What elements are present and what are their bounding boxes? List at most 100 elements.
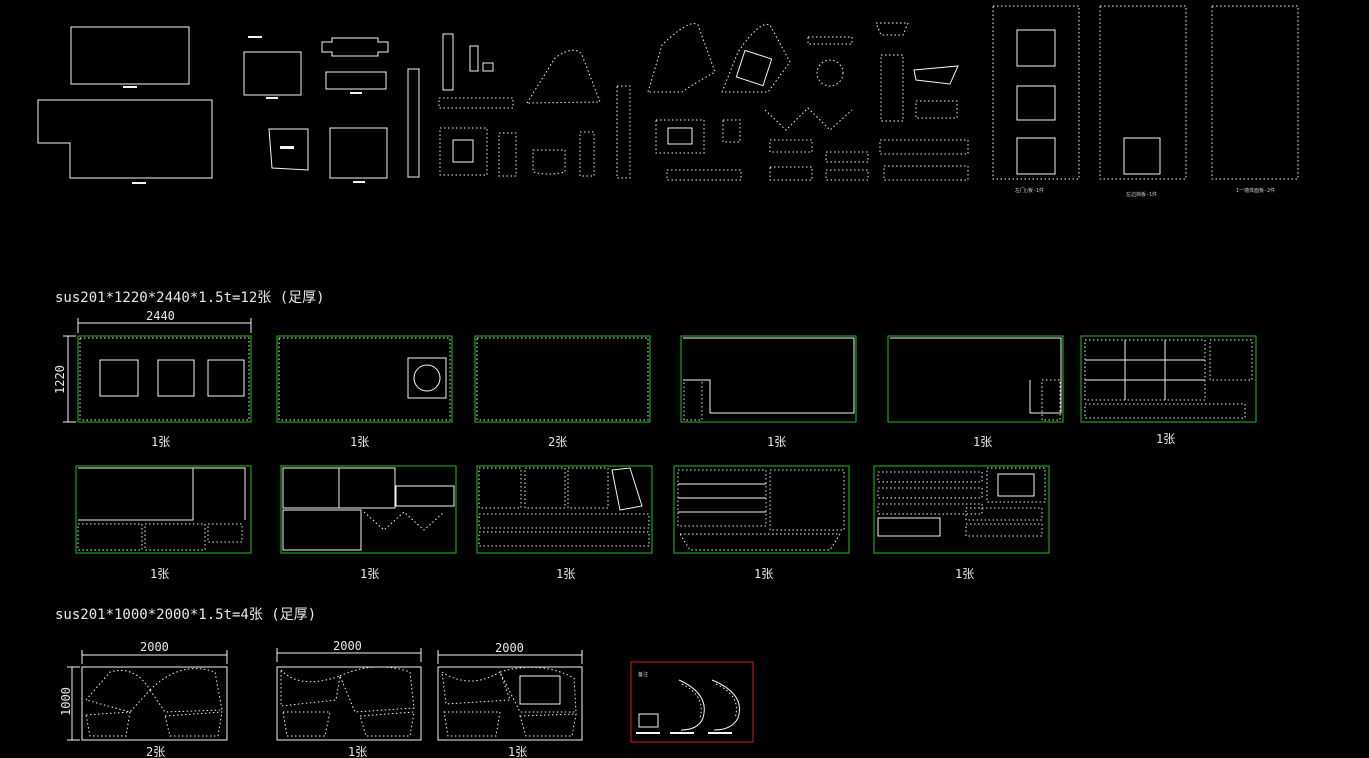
- part-window: [1016, 137, 1056, 175]
- part-wedge: [913, 65, 959, 85]
- dim-label-2000-c: 2000: [495, 641, 524, 655]
- part-clip: [482, 62, 494, 72]
- section-b-title: sus201*1000*2000*1.5t=4张 (足厚): [55, 607, 316, 623]
- sheet-a2: [276, 335, 453, 423]
- dimension-width-a: 2440: [77, 309, 252, 333]
- part-truss: [764, 107, 853, 131]
- part-tall-panel-2: [1099, 5, 1187, 180]
- dimension-height-a: 1220: [53, 335, 76, 423]
- part-post-dotted: [579, 131, 595, 177]
- part-rail: [807, 36, 853, 45]
- part-cutout: [735, 49, 773, 87]
- sheet-a7: [75, 465, 252, 554]
- sheet-a5: [887, 335, 1064, 423]
- part-fan-segment: [721, 23, 791, 93]
- dimension-width-b3: 2000: [437, 641, 583, 664]
- panel-caption-3: 1一墙体面板-2件: [1236, 187, 1275, 194]
- part-rail: [825, 151, 869, 163]
- part-clip: [469, 45, 479, 72]
- sheet-a4: [680, 335, 857, 423]
- part-bracket: [321, 37, 389, 57]
- sheet-count-a5: 1张: [973, 435, 992, 449]
- part-window: [1016, 85, 1056, 121]
- parts-row: 左门□板-1件 左边挡板-1件 1一墙体面板-2件: [37, 5, 1299, 198]
- part-post: [407, 68, 420, 178]
- sheet-count-a9: 1张: [556, 567, 575, 581]
- part-strip: [769, 166, 813, 181]
- part-cup: [532, 149, 566, 175]
- part-post-dotted: [616, 85, 631, 179]
- panel-caption-2: 左边挡板-1件: [1126, 191, 1157, 198]
- part-rail: [438, 97, 514, 109]
- part-rail: [666, 169, 742, 181]
- part-panel-b: [37, 99, 213, 179]
- part-strip: [915, 100, 958, 119]
- part-tag: [132, 182, 146, 184]
- part-tag: [350, 92, 362, 94]
- detail-box: 备注: [630, 661, 754, 743]
- sheet-count-b1: 2张: [146, 745, 165, 758]
- part-quad-panel: [268, 128, 309, 171]
- part-frame: [655, 119, 705, 154]
- part-frame-window: [452, 139, 474, 163]
- sheet-count-a8: 1张: [360, 567, 379, 581]
- part-panel-a: [70, 26, 190, 85]
- part-strip: [325, 71, 387, 90]
- sheet-count-a6: 1张: [1156, 432, 1175, 446]
- dimension-width-b2: 2000: [276, 639, 422, 662]
- part-post-short: [442, 33, 454, 91]
- dimension-width-b: 2000: [81, 640, 228, 664]
- part-clip: [722, 119, 741, 143]
- dim-label-1220: 1220: [53, 365, 67, 394]
- sheet-count-b2: 1张: [348, 745, 367, 758]
- part-strip: [769, 139, 813, 153]
- sheet-count-a2: 1张: [350, 435, 369, 449]
- sheet-a10: [673, 465, 850, 554]
- part-tag: [266, 97, 278, 99]
- sheet-count-a4: 1张: [767, 435, 786, 449]
- sheet-a3: [474, 335, 651, 423]
- dim-label-1000: 1000: [59, 687, 73, 716]
- sheet-b3: [437, 666, 583, 741]
- dim-label-2000-b: 2000: [333, 639, 362, 653]
- part-tall-panel-1: [992, 5, 1080, 180]
- sheet-b2: [276, 666, 422, 741]
- sheet-a11: [873, 465, 1050, 554]
- part-rail: [825, 169, 869, 181]
- part-tag: [123, 86, 137, 88]
- part-tag: [280, 146, 294, 149]
- part-window: [1016, 29, 1056, 67]
- panel-caption-1: 左门□板-1件: [1015, 187, 1044, 194]
- part-hopper: [875, 22, 909, 36]
- part-post-dotted: [498, 132, 517, 177]
- part-window: [1123, 137, 1161, 175]
- part-tag: [353, 181, 365, 183]
- sheet-count-a3: 2张: [548, 435, 567, 449]
- part-post-dotted: [880, 54, 904, 122]
- part-frame: [439, 127, 488, 176]
- part-disc: [816, 59, 844, 87]
- sheet-count-a10: 1张: [754, 567, 773, 581]
- section-a-title: sus201*1220*2440*1.5t=12张 (足厚): [55, 290, 325, 306]
- part-tall-panel-3: [1211, 5, 1299, 180]
- part-square-panel: [329, 127, 388, 179]
- sheet-b1: [81, 666, 228, 741]
- sheet-a9: [476, 465, 653, 554]
- part-frame-window: [667, 127, 693, 145]
- detail-box-caption: 备注: [638, 671, 648, 678]
- dim-label-2440: 2440: [146, 309, 175, 323]
- sheet-count-a1: 1张: [151, 435, 170, 449]
- part-rail: [883, 165, 969, 181]
- sheet-a6: [1080, 335, 1257, 423]
- sheet-count-b3: 1张: [508, 745, 527, 758]
- dim-label-2000-a: 2000: [140, 640, 169, 654]
- dimension-height-b: 1000: [59, 666, 80, 741]
- sheet-a1: [77, 335, 252, 423]
- part-rail: [879, 139, 969, 155]
- part-fan-segment: [526, 49, 601, 104]
- sheet-count-a11: 1张: [955, 567, 974, 581]
- part-tag: [248, 36, 262, 38]
- part-small-panel: [243, 51, 302, 96]
- sheet-count-a7: 1张: [150, 567, 169, 581]
